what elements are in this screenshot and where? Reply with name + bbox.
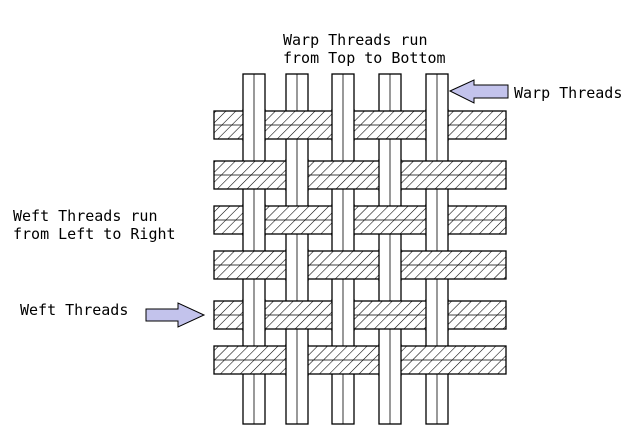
weft-threads-label: Weft Threads xyxy=(20,301,129,319)
weft-direction-line-1: Weft Threads run xyxy=(13,207,158,225)
warp-threads-label: Warp Threads xyxy=(514,84,623,102)
weft-direction-line-2: from Left to Right xyxy=(13,225,176,243)
warp-direction-caption: Warp Threads run from Top to Bottom xyxy=(283,31,446,67)
warp-arrow xyxy=(448,79,509,104)
weft-arrow xyxy=(145,302,206,328)
weave-grid xyxy=(213,73,507,425)
warp-direction-line-2: from Top to Bottom xyxy=(283,49,446,67)
warp-direction-line-1: Warp Threads run xyxy=(283,31,428,49)
weft-direction-caption: Weft Threads run from Left to Right xyxy=(13,207,176,243)
